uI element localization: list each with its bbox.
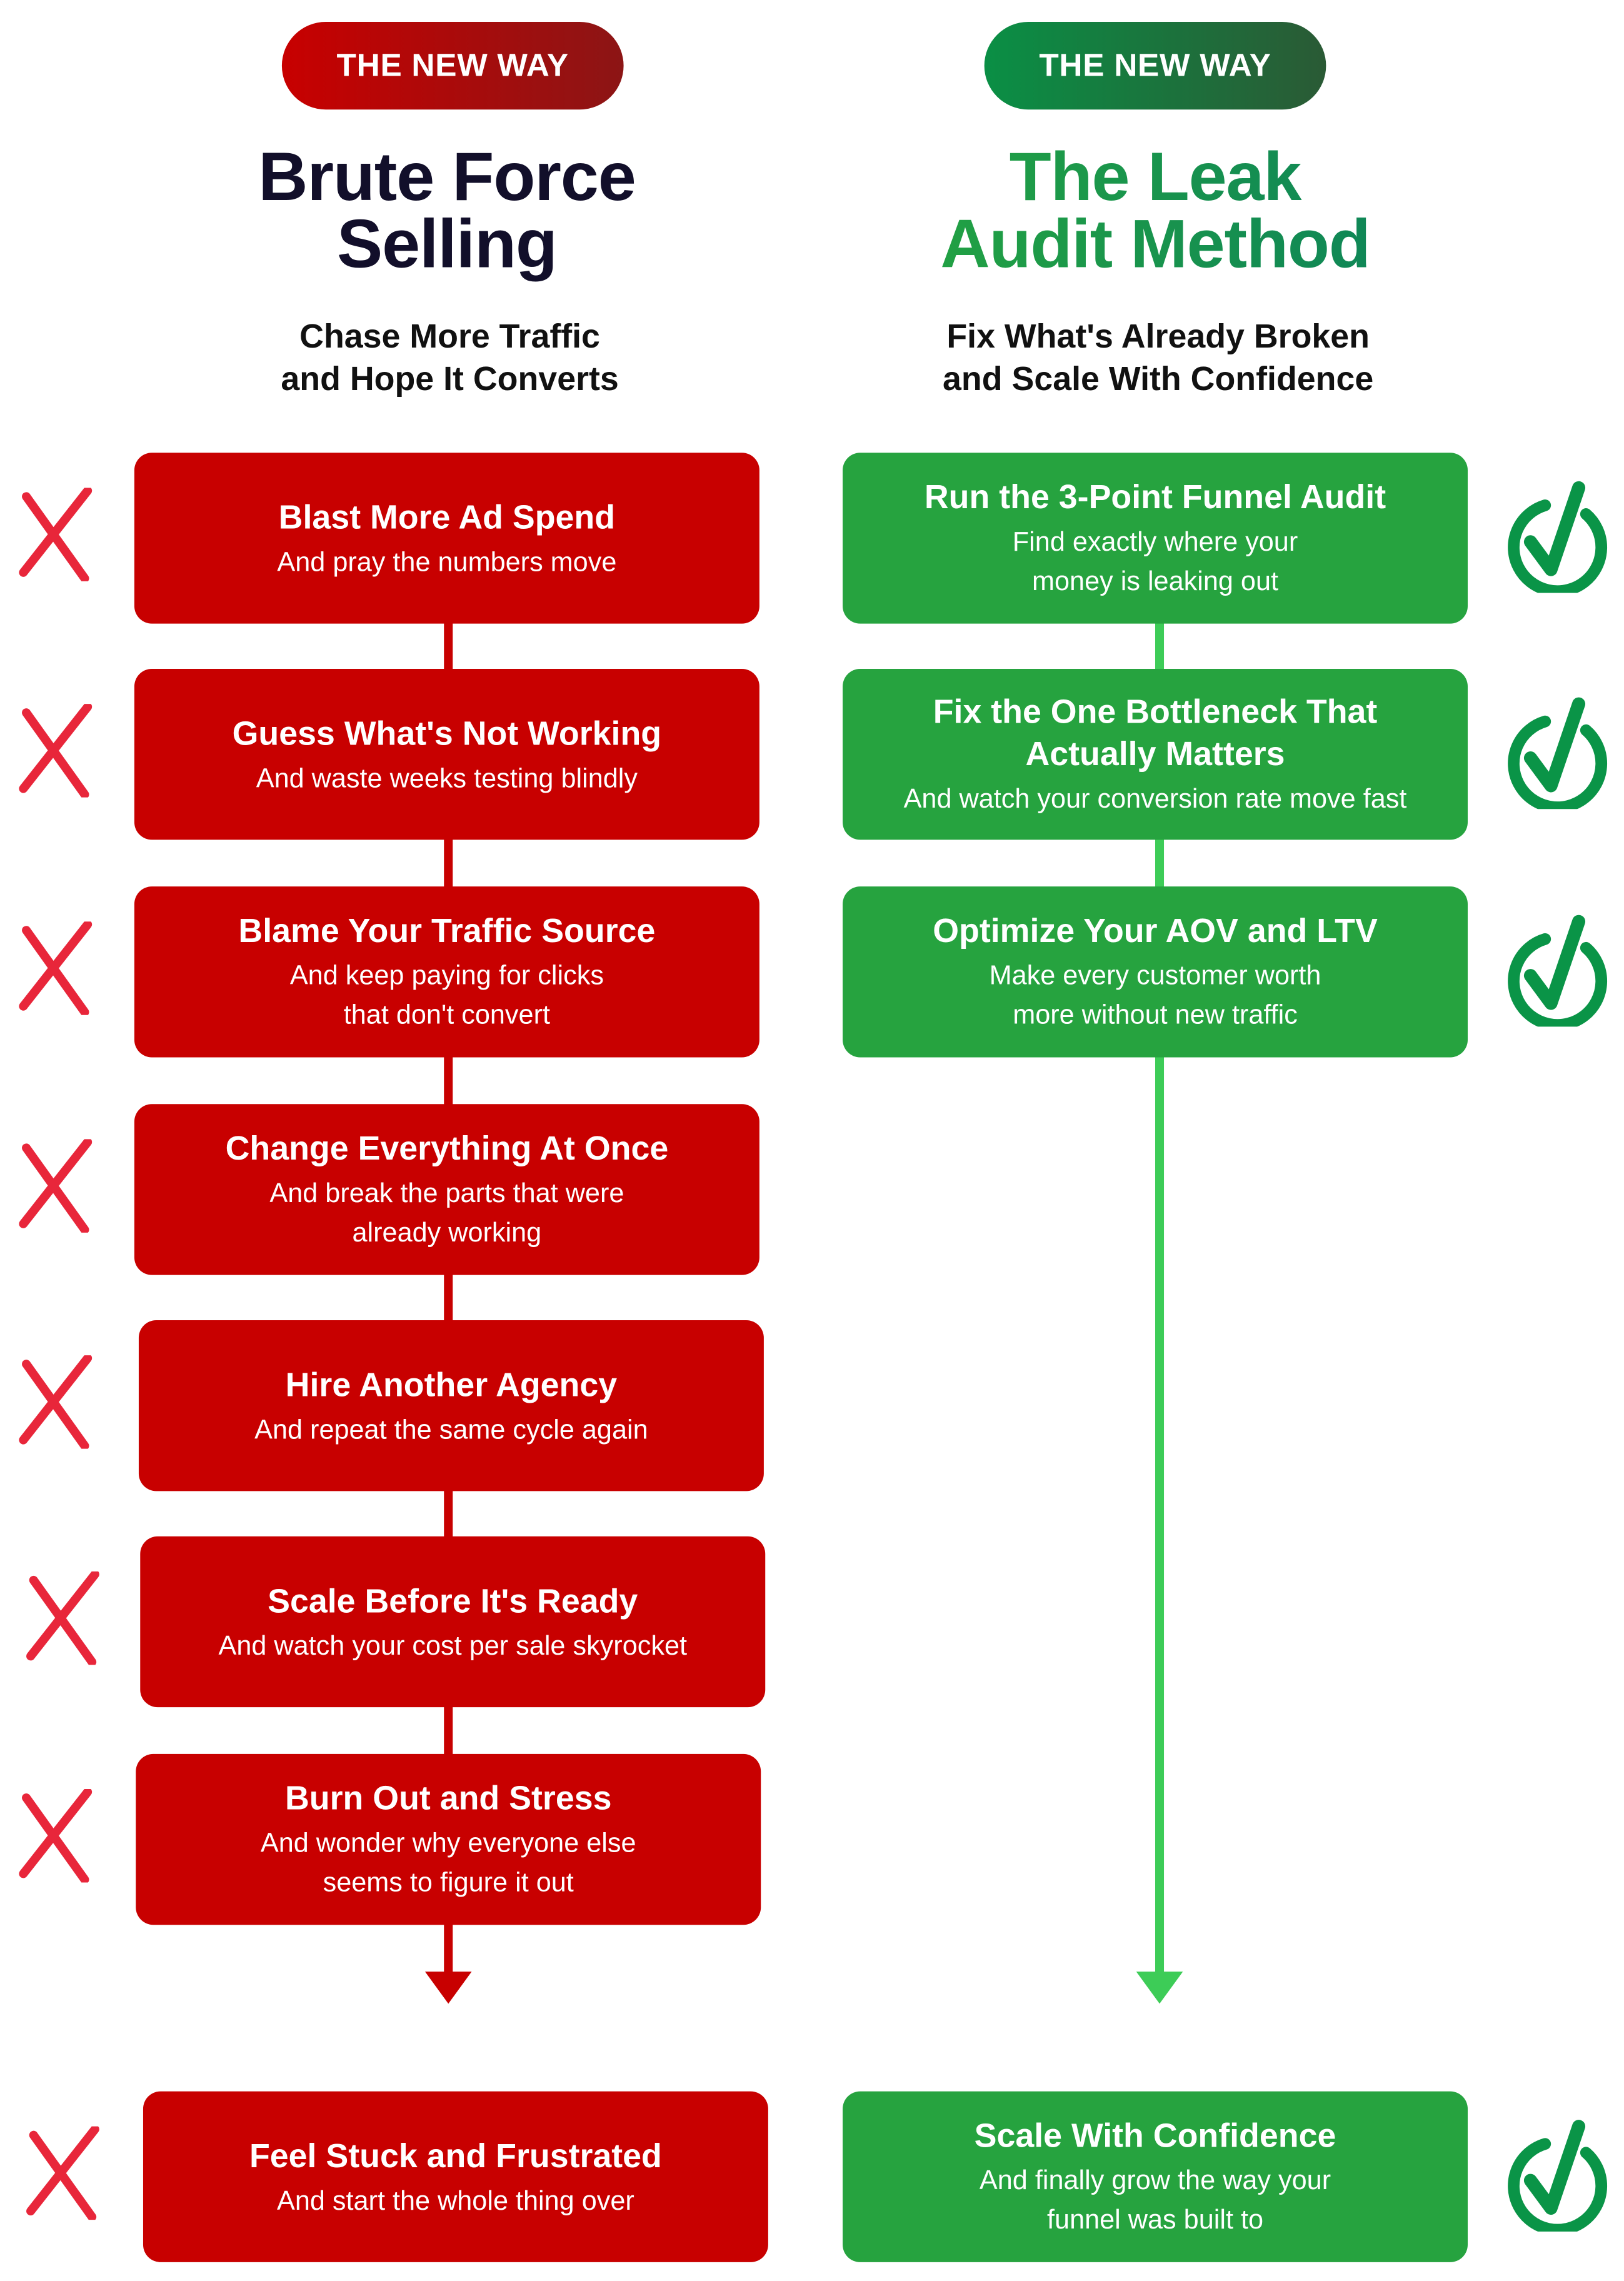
step-description-line: And finally grow the way your <box>979 2164 1331 2195</box>
right-subtitle-line: Fix What's Already Broken <box>946 316 1370 355</box>
step-title: Run the 3-Point Funnel Audit <box>924 477 1386 516</box>
step-title: Guess What's Not Working <box>232 713 662 752</box>
step-description: Find exactly where your money is leaking … <box>1013 521 1298 600</box>
step-description: And break the parts that were already wor… <box>269 1173 624 1251</box>
step-description: And repeat the same cycle again <box>254 1408 648 1448</box>
step-description-line: And watch your cost per sale skyrocket <box>218 1629 688 1660</box>
step-title: Hire Another Agency <box>285 1365 618 1403</box>
step-description-line: And repeat the same cycle again <box>254 1413 648 1444</box>
x-mark-icon <box>25 1570 104 1667</box>
step-description: And watch your conversion rate move fast <box>904 778 1407 818</box>
step-description: And keep paying for clicks that don't con… <box>290 955 604 1034</box>
x-mark-icon <box>18 920 96 1017</box>
left-title-line: Brute Force <box>258 137 636 215</box>
step-description-line: that don't convert <box>343 999 550 1030</box>
step-description: And start the whole thing over <box>277 2180 634 2219</box>
step-description-line: And waste weeks testing blindly <box>256 761 638 793</box>
right-subtitle: Fix What's Already Broken and Scale With … <box>808 316 1508 401</box>
step-description-line: Make every customer worth <box>989 959 1321 991</box>
left-subtitle-line: and Hope It Converts <box>281 359 619 398</box>
step-title: Feel Stuck and Frustrated <box>249 2135 662 2174</box>
checkmark-circle-icon <box>1501 476 1613 598</box>
right-title-line: The Leak <box>1009 137 1301 215</box>
x-mark-icon <box>18 1137 96 1235</box>
right-title-line: Audit Method <box>940 204 1370 282</box>
step-description-line: seems to figure it out <box>323 1866 574 1897</box>
step-description-line: And break the parts that were <box>269 1177 624 1208</box>
step-description-line: more without new traffic <box>1013 999 1298 1030</box>
checkmark-circle-icon <box>1501 910 1613 1031</box>
x-mark-icon <box>18 702 96 799</box>
checkmark-circle-icon <box>1501 692 1613 813</box>
step-title: Scale With Confidence <box>974 2116 1336 2155</box>
x-mark-icon <box>18 1787 96 1884</box>
right-arrow-down-icon <box>1136 1972 1183 2004</box>
step-title: Scale Before It's Ready <box>268 1581 638 1619</box>
step-description: And finally grow the way your funnel was … <box>980 2160 1331 2238</box>
step-description: And pray the numbers move <box>277 541 616 581</box>
step-title: Blame Your Traffic Source <box>238 911 656 950</box>
step-title: Actually Matters <box>1025 734 1285 773</box>
step-description-line: funnel was built to <box>1047 2203 1264 2235</box>
step-title: Burn Out and Stress <box>284 1778 612 1817</box>
step-description-line: already working <box>352 1216 542 1248</box>
step-title: Blast More Ad Spend <box>278 497 616 536</box>
left-badge: THE NEW WAY <box>281 22 624 110</box>
step-description: Make every customer worth more without ne… <box>990 955 1321 1034</box>
step-description: And wonder why everyone else seems to fig… <box>261 1823 636 1902</box>
right-subtitle-line: and Scale With Confidence <box>943 359 1374 398</box>
step-description-line: And keep paying for clicks <box>289 959 604 991</box>
step-description-line: Find exactly where your <box>1012 526 1298 557</box>
step-title: Fix the One Bottleneck That <box>933 692 1378 731</box>
step-description: And waste weeks testing blindly <box>256 757 638 796</box>
step-description-line: And start the whole thing over <box>276 2183 634 2215</box>
step-description-line: And wonder why everyone else <box>260 1827 636 1858</box>
left-subtitle: Chase More Traffic and Hope It Converts <box>99 316 800 401</box>
step-description-line: And pray the numbers move <box>277 545 617 576</box>
step-title: Optimize Your AOV and LTV <box>933 911 1378 950</box>
left-subtitle-line: Chase More Traffic <box>299 316 600 355</box>
x-mark-icon <box>25 2125 104 2222</box>
step-description-line: And watch your conversion rate move fast <box>903 783 1407 814</box>
x-mark-icon <box>18 1353 96 1450</box>
left-title-line: Selling <box>336 204 558 282</box>
x-mark-icon <box>18 486 96 583</box>
left-arrow-down-icon <box>424 1972 472 2004</box>
right-badge: THE NEW WAY <box>984 22 1326 110</box>
checkmark-circle-icon <box>1501 2115 1613 2236</box>
step-description-line: money is leaking out <box>1031 565 1279 596</box>
step-title: Change Everything At Once <box>225 1128 669 1167</box>
right-step-box: Optimize Your AOV and LTV Make every cust… <box>843 886 1468 1058</box>
step-description: And watch your cost per sale skyrocket <box>218 1625 687 1664</box>
